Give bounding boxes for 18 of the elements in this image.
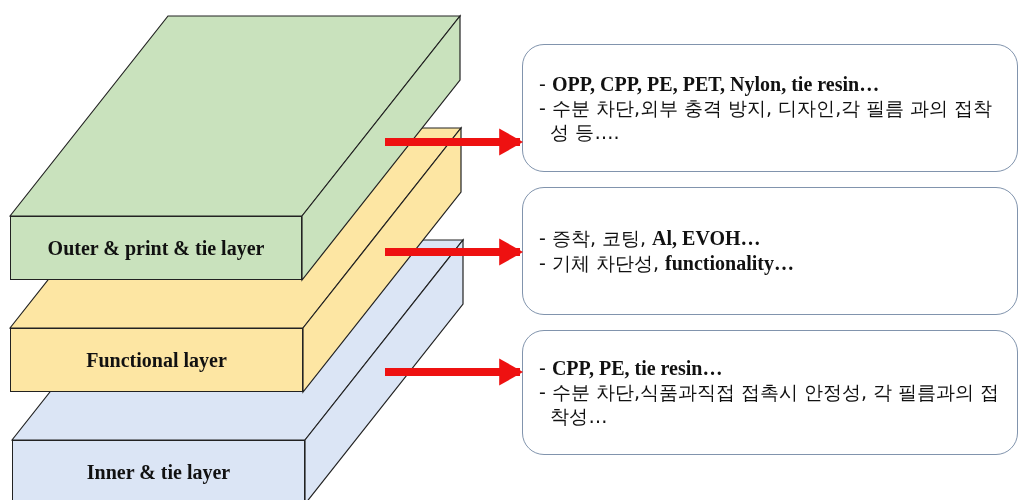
bullet-text: - CPP, PE, tie resin… [539, 356, 724, 382]
arrow [385, 238, 524, 266]
bullet-text: - 기체 차단성, functionality… [539, 251, 795, 276]
layer-front-face [10, 328, 303, 392]
layer-label: Functional layer [86, 348, 227, 372]
layer-front-face [10, 216, 302, 280]
bullet-text: - OPP, CPP, PE, PET, Nylon, tie resin… [539, 71, 881, 97]
arrow [385, 128, 524, 156]
layer-label: Inner & tie layer [86, 460, 231, 484]
description-box [522, 330, 1018, 455]
bullet-text: - 증착, 코팅, Al, EVOH… [539, 226, 762, 251]
bullet-text: - 수분 차단,외부 충격 방지, 디자인,각 필름 과의 접착성 등…. [539, 96, 994, 145]
layer-front-face [12, 440, 305, 500]
layer-label: Outer & print & tie layer [47, 236, 265, 260]
arrow [385, 358, 524, 386]
description-box [522, 44, 1018, 172]
bullet-text: - 수분 차단,식품과직접 접촉시 안정성, 각 필름과의 접착성… [539, 381, 1001, 429]
description-box [522, 187, 1018, 315]
